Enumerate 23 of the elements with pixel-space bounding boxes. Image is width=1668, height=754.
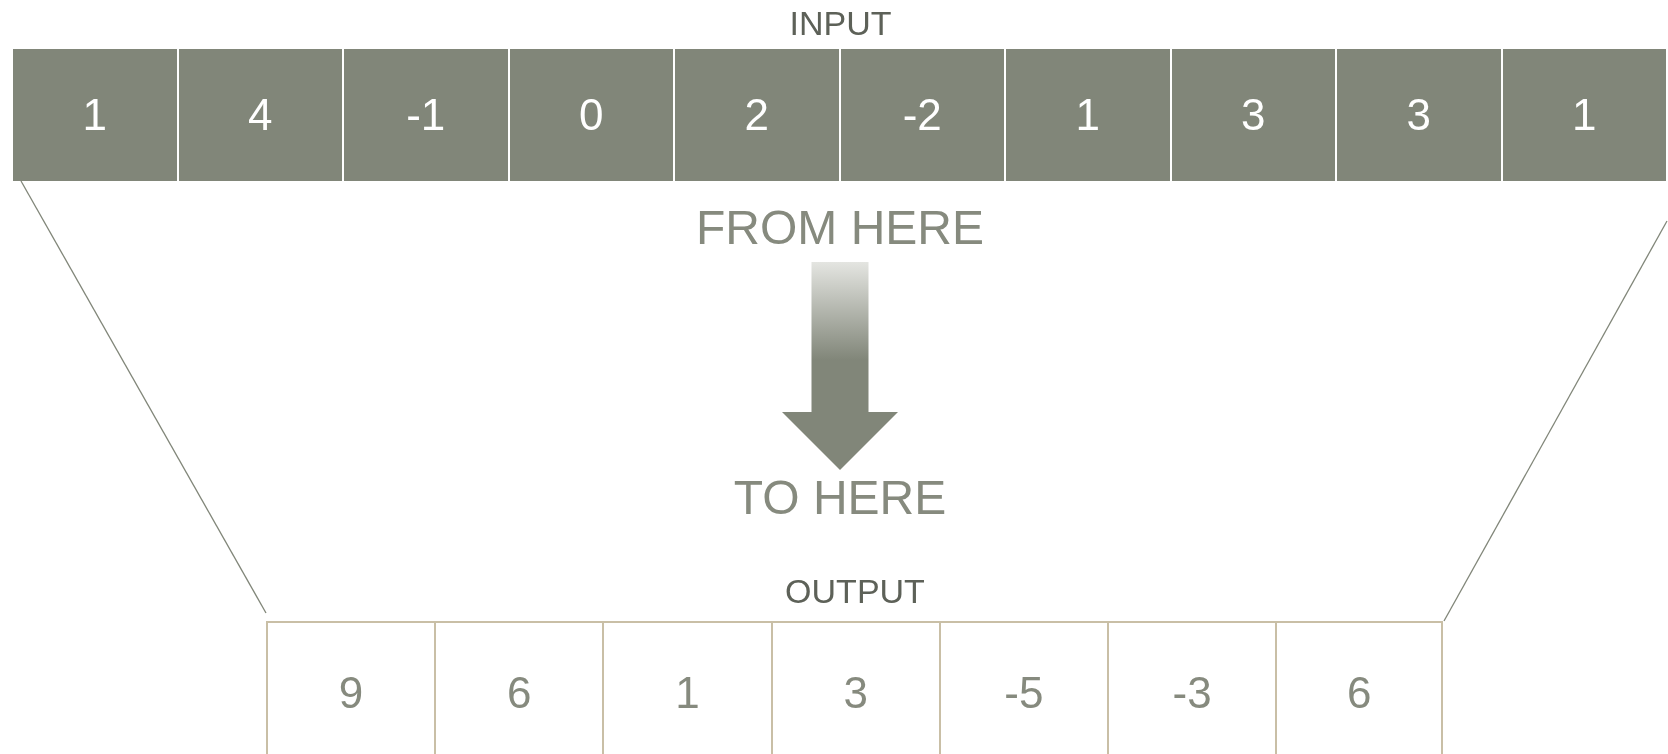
- array-cell: 6: [1275, 621, 1444, 754]
- array-cell: 1: [1006, 49, 1172, 181]
- array-heading: OUTPUT: [784, 572, 926, 611]
- array-cell: -5: [938, 621, 1107, 754]
- array-cell: 1: [1502, 49, 1668, 181]
- array-cell: 1: [602, 621, 771, 754]
- flow-label: FROM HERE: [695, 200, 985, 255]
- block-arrow: [782, 262, 898, 470]
- array-cell: 3: [1171, 49, 1337, 181]
- flow-label: TO HERE: [732, 470, 948, 525]
- array-cell: 9: [266, 621, 435, 754]
- array-cell: -1: [344, 49, 510, 181]
- array-heading: INPUT: [788, 4, 893, 43]
- zoom-line: [1443, 220, 1668, 622]
- array-cell: 3: [770, 621, 939, 754]
- array-cell: 2: [675, 49, 841, 181]
- array-cell: 1: [13, 49, 179, 181]
- array-cell: -2: [840, 49, 1006, 181]
- array-cell: 6: [434, 621, 603, 754]
- array-cell: -3: [1107, 621, 1276, 754]
- array-cell: 4: [178, 49, 344, 181]
- array-cell: 0: [509, 49, 675, 181]
- array-cell: 3: [1337, 49, 1503, 181]
